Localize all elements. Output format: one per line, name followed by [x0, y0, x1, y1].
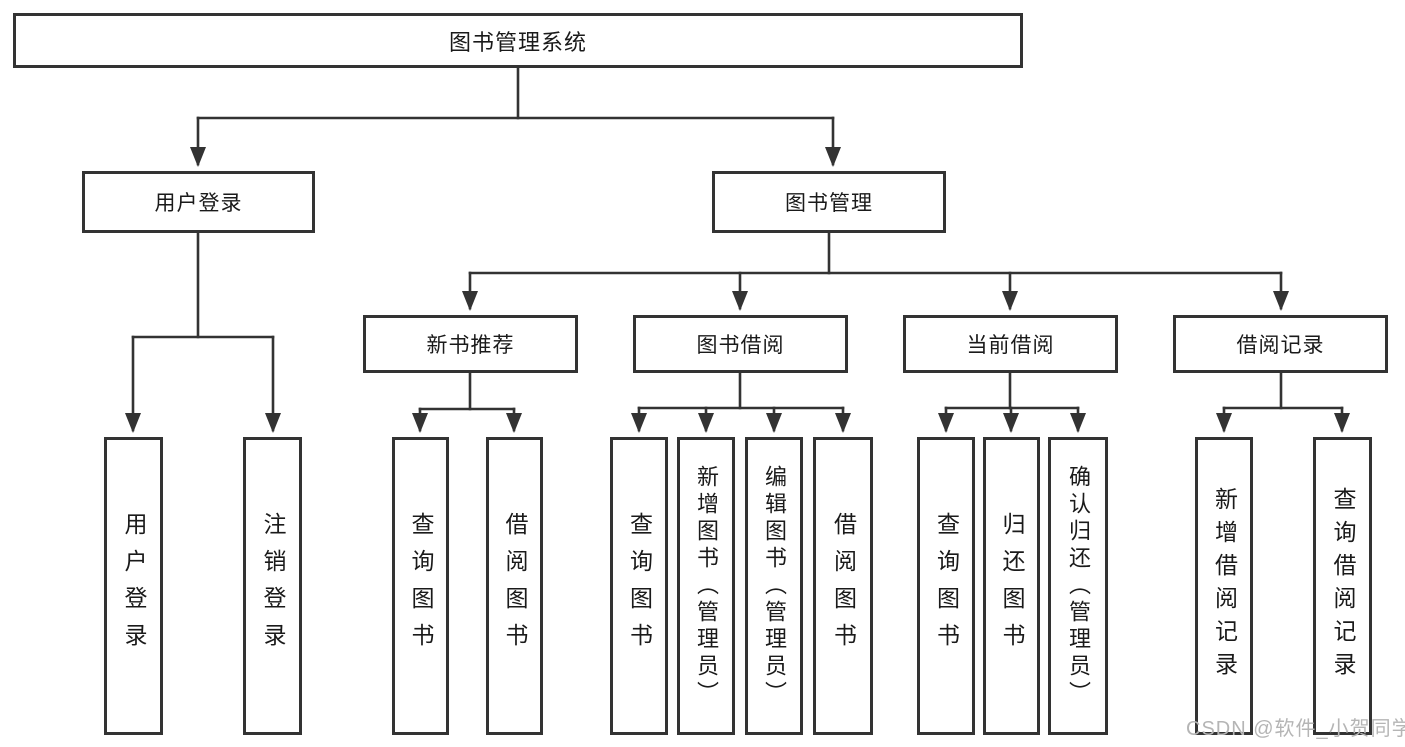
node-book-borrowing: 图书借阅: [633, 315, 848, 373]
node-user-login: 用户登录: [82, 171, 315, 233]
leaf-borrow-book-recommend: 借阅图书: [486, 437, 543, 735]
leaf-user-login: 用户登录: [104, 437, 163, 735]
csdn-watermark: CSDN @软件_小贺同学: [1186, 718, 1405, 740]
leaf-query-borrow-record: 查询借阅记录: [1313, 437, 1372, 735]
leaf-query-book-recommend: 查询图书: [392, 437, 449, 735]
leaf-query-book-current: 查询图书: [917, 437, 975, 735]
leaf-add-borrow-record: 新增借阅记录: [1195, 437, 1253, 735]
leaf-query-book-borrowing: 查询图书: [610, 437, 668, 735]
node-book-management: 图书管理: [712, 171, 946, 233]
node-borrowing-records: 借阅记录: [1173, 315, 1388, 373]
node-root: 图书管理系统: [13, 13, 1023, 68]
node-new-book-recommend: 新书推荐: [363, 315, 578, 373]
leaf-confirm-return-admin: 确认归还（管理员）: [1048, 437, 1108, 735]
leaf-edit-book-admin: 编辑图书（管理员）: [745, 437, 803, 735]
node-current-borrowing: 当前借阅: [903, 315, 1118, 373]
leaf-add-book-admin: 新增图书（管理员）: [677, 437, 735, 735]
leaf-return-book: 归还图书: [983, 437, 1040, 735]
leaf-logout: 注销登录: [243, 437, 302, 735]
leaf-borrow-book: 借阅图书: [813, 437, 873, 735]
